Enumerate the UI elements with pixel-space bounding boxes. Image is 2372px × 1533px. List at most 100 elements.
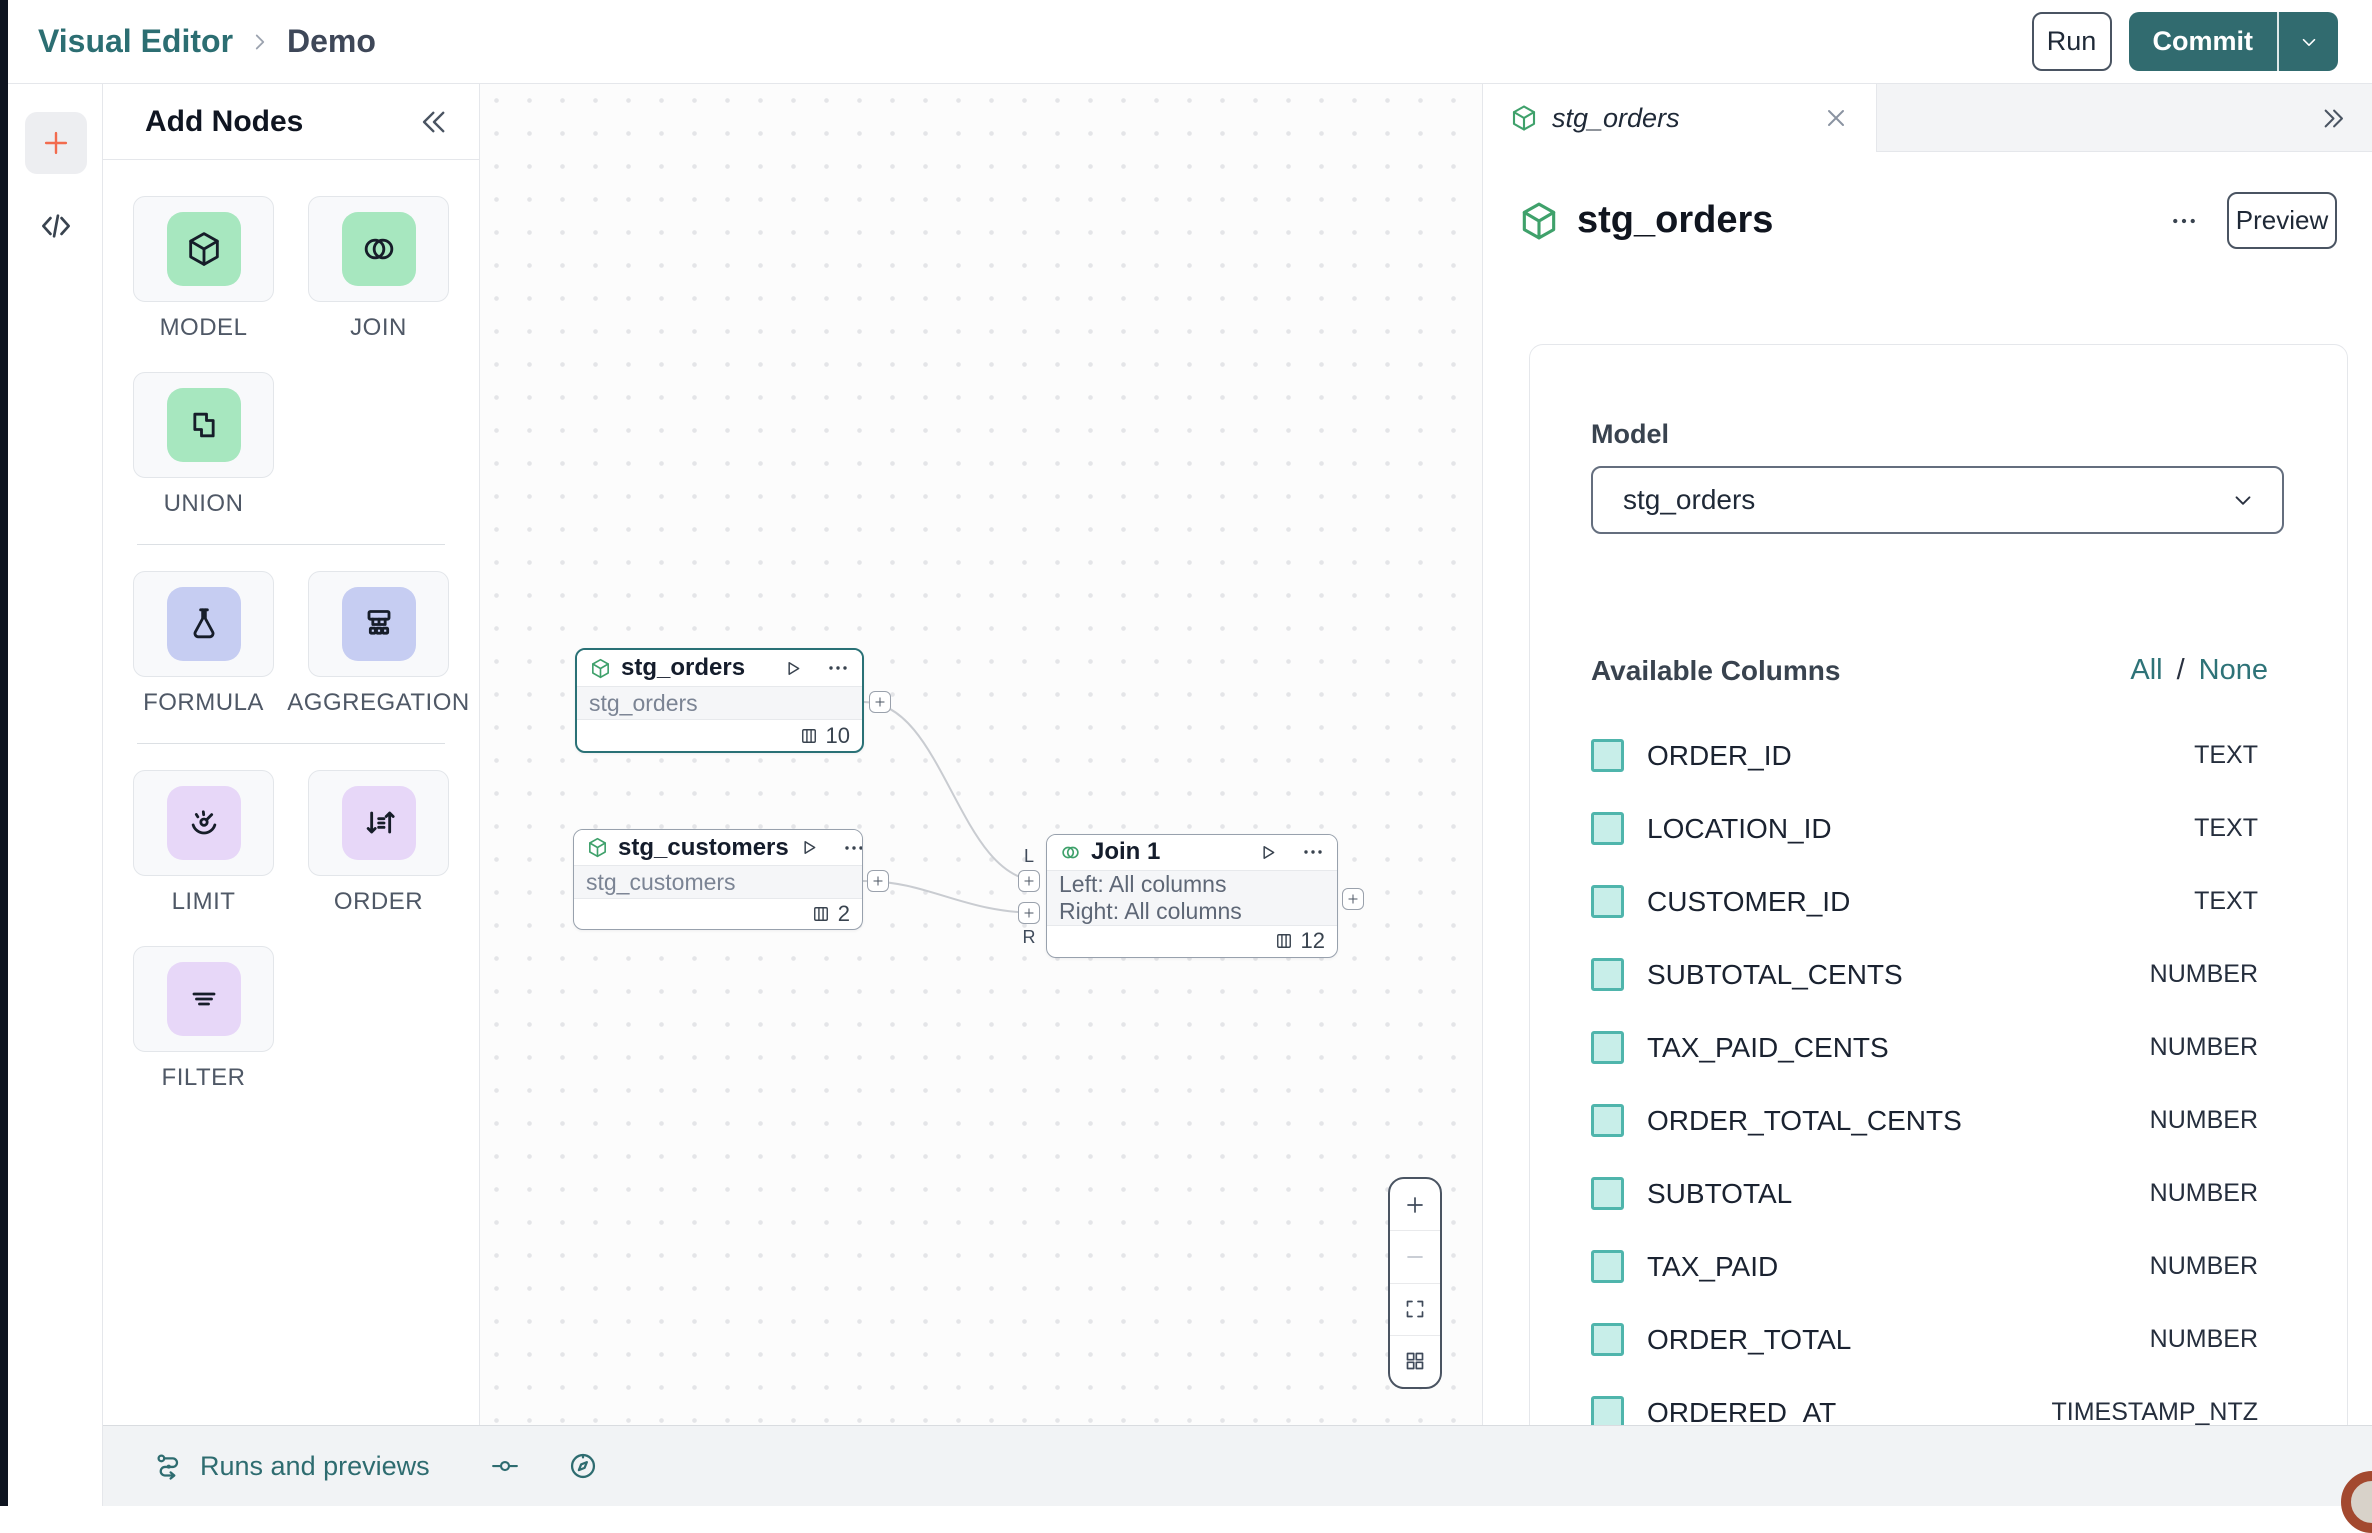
- join-right-config: Right: All columns: [1059, 898, 1325, 925]
- port-stg-orders-output[interactable]: [869, 691, 891, 713]
- commit-button[interactable]: Commit: [2129, 12, 2278, 71]
- fit-view-button[interactable]: [1390, 1283, 1440, 1335]
- column-name: SUBTOTAL_CENTS: [1647, 959, 1903, 991]
- tab-stg-orders[interactable]: stg_orders: [1483, 84, 1877, 152]
- add-node-tile-union[interactable]: UNION: [133, 372, 274, 518]
- select-all-link[interactable]: All: [2130, 654, 2162, 687]
- join-icon: [1059, 841, 1082, 864]
- grid-view-icon: [1403, 1349, 1427, 1373]
- column-checkbox[interactable]: [1591, 1250, 1624, 1283]
- column-row: ORDER_TOTAL NUMBER: [1591, 1303, 2284, 1376]
- ellipsis-icon[interactable]: [842, 836, 863, 860]
- canvas-node-stg-customers[interactable]: stg_customers stg_customers 2: [573, 829, 863, 930]
- cube-icon: [1509, 103, 1539, 133]
- column-checkbox[interactable]: [1591, 812, 1624, 845]
- top-bar: Visual Editor Demo Run Commit: [8, 0, 2372, 84]
- plus-icon: [871, 874, 885, 888]
- ellipsis-icon[interactable]: [1301, 840, 1325, 864]
- runs-and-previews-link[interactable]: Runs and previews: [200, 1451, 430, 1482]
- filter-lines-icon: [167, 962, 241, 1036]
- double-chevron-right-icon[interactable]: [2319, 104, 2348, 133]
- sort-icon: [342, 786, 416, 860]
- grid-view-button[interactable]: [1390, 1335, 1440, 1387]
- zoom-out-button[interactable]: [1390, 1230, 1440, 1282]
- plus-icon: [1346, 892, 1360, 906]
- add-node-tile-card: [308, 770, 449, 876]
- play-icon[interactable]: [782, 658, 803, 679]
- cube-icon: [167, 212, 241, 286]
- column-row: CUSTOMER_ID TEXT: [1591, 865, 2284, 938]
- panel-tab-bar: stg_orders: [1483, 84, 2372, 152]
- cube-icon: [586, 836, 609, 859]
- column-name: ORDERED_AT: [1647, 1397, 1836, 1429]
- column-checkbox[interactable]: [1591, 1104, 1624, 1137]
- column-type: TEXT: [2194, 741, 2258, 770]
- add-node-rail-button[interactable]: [25, 112, 87, 174]
- column-type: NUMBER: [2150, 1033, 2258, 1062]
- model-select[interactable]: stg_orders: [1591, 466, 2284, 534]
- column-checkbox[interactable]: [1591, 1031, 1624, 1064]
- column-checkbox[interactable]: [1591, 885, 1624, 918]
- add-node-tile-label: JOIN: [350, 314, 407, 342]
- add-node-tile-formula[interactable]: FORMULA: [133, 571, 274, 717]
- play-icon[interactable]: [1257, 842, 1278, 863]
- column-checkbox[interactable]: [1591, 739, 1624, 772]
- double-chevron-left-icon[interactable]: [417, 105, 451, 139]
- window-edge: [0, 0, 8, 1506]
- commit-menu-button[interactable]: [2279, 12, 2338, 71]
- port-stg-customers-output[interactable]: [867, 870, 889, 892]
- link-separator: /: [2177, 654, 2185, 687]
- run-button[interactable]: Run: [2032, 12, 2112, 71]
- add-node-tile-label: AGGREGATION: [287, 689, 469, 717]
- add-node-tile-join[interactable]: JOIN: [308, 196, 449, 342]
- ellipsis-icon[interactable]: [826, 656, 850, 680]
- git-commit-icon[interactable]: [490, 1451, 520, 1481]
- node-title: Join 1: [1091, 838, 1160, 866]
- node-column-count: 2: [838, 901, 850, 927]
- column-name: LOCATION_ID: [1647, 813, 1832, 845]
- port-join-left-input[interactable]: [1018, 870, 1040, 892]
- add-node-tile-order[interactable]: ORDER: [308, 770, 449, 916]
- palette-divider: [137, 544, 445, 545]
- add-node-tile-card: [133, 571, 274, 677]
- preview-button[interactable]: Preview: [2227, 192, 2337, 249]
- column-checkbox[interactable]: [1591, 1177, 1624, 1210]
- column-row: ORDER_TOTAL_CENTS NUMBER: [1591, 1084, 2284, 1157]
- add-node-tile-model[interactable]: MODEL: [133, 196, 274, 342]
- column-type: NUMBER: [2150, 1252, 2258, 1281]
- plus-icon: [39, 126, 73, 160]
- columns-count-icon: [799, 726, 819, 746]
- port-join-output[interactable]: [1342, 888, 1364, 910]
- canvas-node-stg-orders[interactable]: stg_orders stg_orders 10: [575, 648, 864, 753]
- breadcrumb-visual-editor[interactable]: Visual Editor: [38, 23, 233, 60]
- ellipsis-icon[interactable]: [2169, 206, 2199, 236]
- column-checkbox[interactable]: [1591, 958, 1624, 991]
- compass-icon[interactable]: [567, 1450, 599, 1482]
- chevron-down-icon: [2230, 487, 2256, 513]
- route-icon[interactable]: [153, 1450, 185, 1482]
- column-type: TIMESTAMP_NTZ: [2052, 1398, 2258, 1427]
- cube-icon: [1517, 199, 1561, 243]
- play-icon[interactable]: [798, 837, 819, 858]
- add-node-tile-aggregation[interactable]: AGGREGATION: [308, 571, 449, 717]
- code-view-button[interactable]: [8, 196, 103, 256]
- column-row: TAX_PAID NUMBER: [1591, 1230, 2284, 1303]
- column-name: ORDER_TOTAL_CENTS: [1647, 1105, 1962, 1137]
- add-node-tile-limit[interactable]: LIMIT: [133, 770, 274, 916]
- port-join-right-input[interactable]: [1018, 902, 1040, 924]
- node-column-count: 12: [1301, 928, 1325, 954]
- add-node-tile-card: [133, 946, 274, 1052]
- palette-divider: [137, 743, 445, 744]
- breadcrumb-current-demo: Demo: [287, 23, 376, 60]
- column-checkbox[interactable]: [1591, 1323, 1624, 1356]
- sitemap-icon: [342, 587, 416, 661]
- node-subtitle: stg_customers: [574, 865, 862, 899]
- select-none-link[interactable]: None: [2199, 654, 2268, 687]
- canvas-node-join-1[interactable]: Join 1 Left: All columns Right: All colu…: [1046, 834, 1338, 958]
- column-name: ORDER_ID: [1647, 740, 1792, 772]
- close-icon[interactable]: [1822, 104, 1850, 132]
- add-node-tile-filter[interactable]: FILTER: [133, 946, 274, 1092]
- column-row: SUBTOTAL_CENTS NUMBER: [1591, 938, 2284, 1011]
- zoom-in-button[interactable]: [1390, 1179, 1440, 1230]
- pipeline-canvas[interactable]: stg_orders stg_orders 10 stg_customers s…: [480, 84, 1483, 1425]
